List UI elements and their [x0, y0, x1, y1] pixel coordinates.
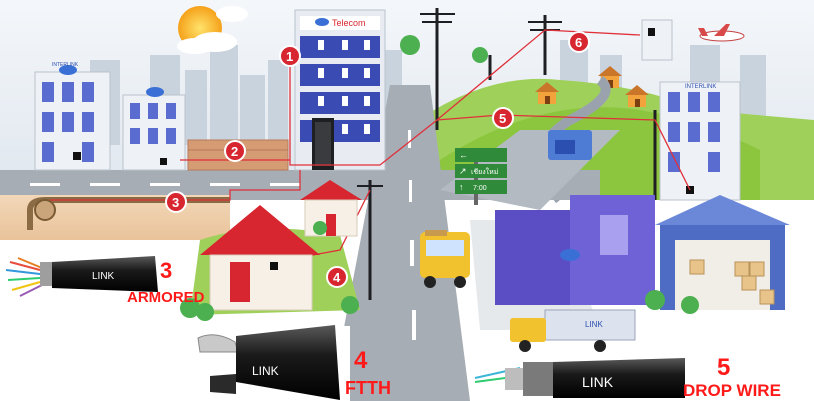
truck-top-icon [548, 130, 592, 160]
drop-wire-cable-brand: LINK [582, 374, 614, 390]
armored-number: 3 [160, 258, 172, 283]
warehouse [655, 195, 790, 310]
drop-wire-number: 5 [717, 354, 730, 381]
purple-building [495, 195, 655, 305]
svg-text:1: 1 [286, 49, 293, 64]
marker-5: 5 [492, 107, 514, 129]
ftth-number: 4 [354, 347, 368, 374]
marker-2: 2 [224, 140, 246, 162]
svg-text:←: ← [459, 150, 468, 160]
center-left-building [122, 87, 186, 171]
armored-label: ARMORED [127, 289, 205, 306]
marker-4: 4 [326, 266, 348, 288]
delivery-truck-icon [510, 309, 636, 352]
marker-3: 3 [165, 191, 187, 213]
marker-6: 6 [568, 31, 590, 53]
svg-text:2: 2 [231, 144, 238, 159]
far-building [641, 19, 673, 61]
telecom-sign-text: Telecom [332, 18, 366, 28]
ftth-label: FTTH [345, 378, 391, 398]
svg-text:3: 3 [172, 195, 179, 210]
road-sign-time: 7:00 [473, 185, 487, 192]
drop-wire-label: DROP WIRE [683, 381, 781, 400]
yellow-van-icon [420, 230, 470, 288]
internet-sign-right: INTERLINK [685, 84, 716, 90]
server-rack-icon [312, 118, 334, 170]
ftth-cable-image [190, 325, 350, 401]
vertical-road [330, 85, 470, 401]
small-house [300, 180, 362, 237]
svg-text:↗: ↗ [459, 166, 467, 176]
marker-1: 1 [279, 45, 301, 67]
road-sign: ← ↗ ↑ [455, 148, 507, 205]
svg-text:5: 5 [499, 111, 506, 126]
drop-wire-cable-image [470, 355, 685, 401]
armored-cable-brand: LINK [92, 271, 115, 282]
truck-brand-text: LINK [585, 320, 603, 329]
big-house [200, 205, 320, 311]
left-office-building [34, 65, 111, 171]
svg-text:6: 6 [575, 35, 582, 50]
internet-sign-left: INTERLINK [52, 62, 79, 68]
svg-text:↑: ↑ [459, 182, 464, 192]
trees [180, 35, 699, 321]
road-sign-place: เชียงใหม่ [471, 167, 498, 176]
hill-houses [535, 66, 649, 107]
ftth-cable-brand: LINK [252, 364, 279, 378]
armored-cable-image [0, 252, 160, 302]
svg-text:4: 4 [333, 270, 341, 285]
right-office-building [659, 81, 741, 201]
airplane-icon [698, 24, 745, 42]
telecom-building [294, 9, 386, 171]
sun-icon [177, 6, 248, 54]
